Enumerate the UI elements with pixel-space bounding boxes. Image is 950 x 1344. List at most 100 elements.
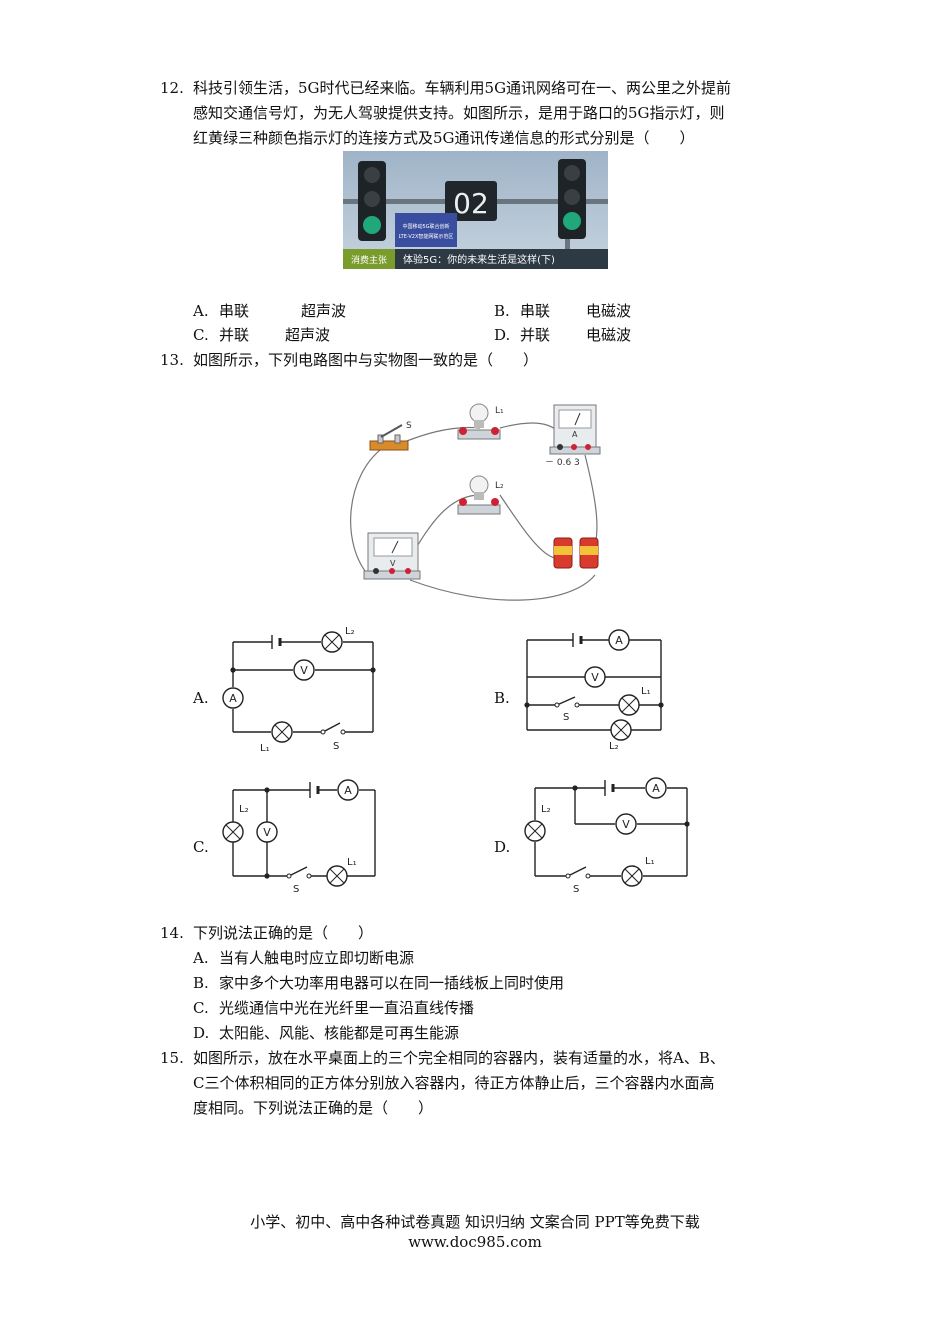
label-l2: L₂ (495, 481, 504, 491)
option-label: A. (193, 302, 209, 320)
q14-number: 14. (160, 924, 184, 942)
lamp-l1-icon (271, 721, 293, 743)
q13-line: 如图所示，下列电路图中与实物图一致的是（ ） (193, 351, 539, 369)
svg-text:V: V (263, 826, 271, 839)
svg-text:V: V (591, 671, 599, 684)
q14-option-b[interactable]: B. 家中多个大功率用电器可以在同一插线板上同时使用 (193, 971, 564, 995)
label-s: S (573, 884, 579, 895)
circuit-b: A V L₁ S L₂ (524, 629, 664, 752)
voltmeter-icon: V (293, 659, 315, 681)
option-label: B. (494, 302, 510, 320)
label-l1: L₁ (641, 686, 651, 697)
q12-option-c[interactable]: C. 并联 超声波 (193, 323, 330, 347)
circuit-d: A V L₂ L₁ S (524, 777, 690, 895)
label-s: S (406, 421, 412, 431)
label-l1: L₁ (645, 856, 655, 867)
svg-text:A: A (652, 782, 660, 795)
q14-line: 下列说法正确的是（ ） (193, 924, 374, 942)
option-label: B. (193, 974, 209, 992)
caption-right: 体验5G：你的未来生活是这样(下) (403, 253, 555, 266)
footer-line-1: 小学、初中、高中各种试卷真题 知识归纳 文案合同 PPT等免费下载 (250, 1213, 700, 1231)
svg-text:A: A (229, 692, 237, 705)
sign-line-1: 中国移动5G联合创新 (402, 223, 449, 230)
label-l2: L₂ (609, 741, 619, 752)
label-l2: L₂ (239, 804, 249, 815)
q15-line-2: C三个体积相同的正方体分别放入容器内，待正方体静止后，三个容器内水面高 (193, 1074, 715, 1092)
option-text-a: 并联 (520, 326, 551, 344)
ammeter-scale: － 0.6 3 (545, 458, 580, 468)
q12-option-b[interactable]: B. 串联 电磁波 (494, 299, 631, 323)
option-label: A. (193, 949, 209, 967)
lamp-l1-icon (618, 694, 640, 716)
ammeter-icon: A (608, 629, 630, 651)
ammeter-icon: A (222, 687, 244, 709)
svg-text:V: V (622, 818, 630, 831)
lamp-l2-icon (222, 821, 244, 843)
ammeter-icon: A (337, 779, 359, 801)
batteries (553, 537, 599, 569)
label-l1: L₁ (347, 857, 357, 868)
svg-text:V: V (300, 664, 308, 677)
footer-url[interactable]: www.doc985.com (408, 1233, 542, 1251)
option-text-b: 超声波 (301, 302, 347, 320)
option-text-b: 电磁波 (586, 326, 632, 344)
label-l2: L₂ (345, 626, 355, 637)
option-text-b: 超声波 (285, 326, 331, 344)
ammeter-real: A － 0.6 3 (545, 404, 601, 468)
label-l2: L₂ (541, 804, 551, 815)
q12-line-2: 感知交通信号灯，为无人驾驶提供支持。如图所示，是用于路口的5G指示灯，则 (193, 104, 725, 122)
lamp-l2-icon (610, 719, 632, 741)
lamp-l1-icon (326, 865, 348, 887)
label-l1: L₁ (495, 406, 504, 416)
lamp-l2-icon (524, 820, 546, 842)
option-text: 光缆通信中光在光纤里一直沿直线传播 (219, 999, 475, 1017)
q12-option-d[interactable]: D.并联电磁波 (494, 323, 631, 347)
q12-number: 12. (160, 79, 184, 97)
option-text: 太阳能、风能、核能都是可再生能源 (219, 1024, 460, 1042)
ammeter-real-a: A (572, 430, 578, 439)
option-label: C. (193, 999, 209, 1017)
svg-text:A: A (615, 634, 623, 647)
label-s: S (293, 884, 299, 895)
option-label: C. (193, 326, 209, 344)
lamp-l2-icon (321, 631, 343, 653)
caption-left: 消费主张 (351, 254, 387, 266)
q12-option-a[interactable]: A. 串联 超声波 (193, 299, 346, 323)
bulb-l2: L₂ (457, 475, 504, 515)
voltmeter-icon: V (584, 666, 606, 688)
real-circuit-diagram: S L₁ L₂ A － 0.6 3 (350, 403, 601, 601)
lamp-l1-icon (621, 865, 643, 887)
option-label: D. (193, 1024, 210, 1042)
q15-line-1: 如图所示，放在水平桌面上的三个完全相同的容器内，装有适量的水，将A、B、 (193, 1049, 725, 1067)
option-text-a: 并联 (219, 326, 250, 344)
svg-text:A: A (344, 784, 352, 797)
q14-option-c[interactable]: C. 光缆通信中光在光纤里一直沿直线传播 (193, 996, 474, 1020)
option-text-a: 串联 (520, 302, 551, 320)
q13-number: 13. (160, 351, 184, 369)
option-text-a: 串联 (219, 302, 250, 320)
circuit-c: A L₂ V L₁ S (222, 779, 376, 895)
label-s: S (563, 712, 569, 723)
option-text: 家中多个大功率用电器可以在同一插线板上同时使用 (219, 974, 565, 992)
option-text-b: 电磁波 (586, 302, 632, 320)
countdown-display: 02 (453, 187, 489, 220)
q13-option-d-label[interactable]: D. (494, 838, 511, 856)
q12-line-1: 科技引领生活，5G时代已经来临。车辆利用5G通讯网络可在一、两公里之外提前 (193, 79, 732, 97)
q14-option-d[interactable]: D. 太阳能、风能、核能都是可再生能源 (193, 1021, 459, 1045)
q15-line-3: 度相同。下列说法正确的是（ ） (193, 1099, 434, 1117)
traffic-light-photo: 02 中国移动5G联合创新 LTE-V2X智能网联示范区 消费主张 体验5G：你… (343, 151, 608, 269)
voltmeter-icon: V (256, 821, 278, 843)
switch-s: S (369, 421, 412, 451)
option-text: 当有人触电时应立即切断电源 (219, 949, 415, 967)
q13-option-b-label[interactable]: B. (494, 689, 510, 707)
voltmeter-real: V (363, 532, 421, 580)
label-s: S (333, 741, 339, 752)
q13-option-a-label[interactable]: A. (193, 689, 209, 707)
q15-number: 15. (160, 1049, 184, 1067)
ammeter-icon: A (645, 777, 667, 799)
circuit-a: L₂ V A L₁ S (222, 626, 376, 754)
q12-line-3: 红黄绿三种颜色指示灯的连接方式及5G通讯传递信息的形式分别是（ ） (193, 129, 695, 147)
q14-option-a[interactable]: A. 当有人触电时应立即切断电源 (193, 946, 414, 970)
sign-line-2: LTE-V2X智能网联示范区 (399, 233, 454, 240)
q13-option-c-label[interactable]: C. (193, 838, 209, 856)
